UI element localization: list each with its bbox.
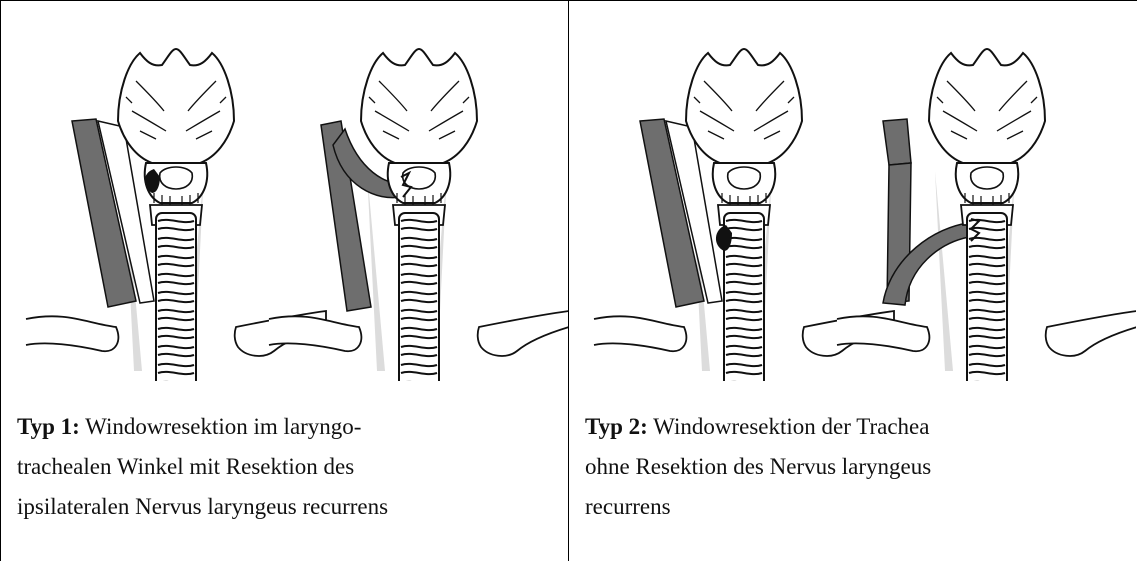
- caption-line: trachealen Winkel mit Resektion des: [17, 454, 354, 479]
- caption-line: ipsilateralen Nervus laryngeus recurrens: [17, 494, 388, 519]
- caption-line: ohne Resektion des Nervus laryngeus: [585, 454, 931, 479]
- illustration-typ-1: [1, 1, 568, 381]
- type-label-typ-1: Typ 1:: [17, 414, 80, 439]
- type-label-typ-2: Typ 2:: [585, 414, 648, 439]
- panel-typ-2: Typ 2: Windowresektion der Trachea ohne …: [569, 1, 1136, 561]
- illustration-typ-2: [569, 1, 1136, 381]
- caption-typ-1: Typ 1: Windowresektion im laryngo- trach…: [17, 407, 557, 527]
- panel-typ-1: Typ 1: Windowresektion im laryngo- trach…: [1, 1, 568, 561]
- caption-typ-2: Typ 2: Windowresektion der Trachea ohne …: [585, 407, 1125, 527]
- caption-line: recurrens: [585, 494, 671, 519]
- caption-line: Windowresektion der Trachea: [648, 414, 930, 439]
- caption-line: Windowresektion im laryngo-: [80, 414, 362, 439]
